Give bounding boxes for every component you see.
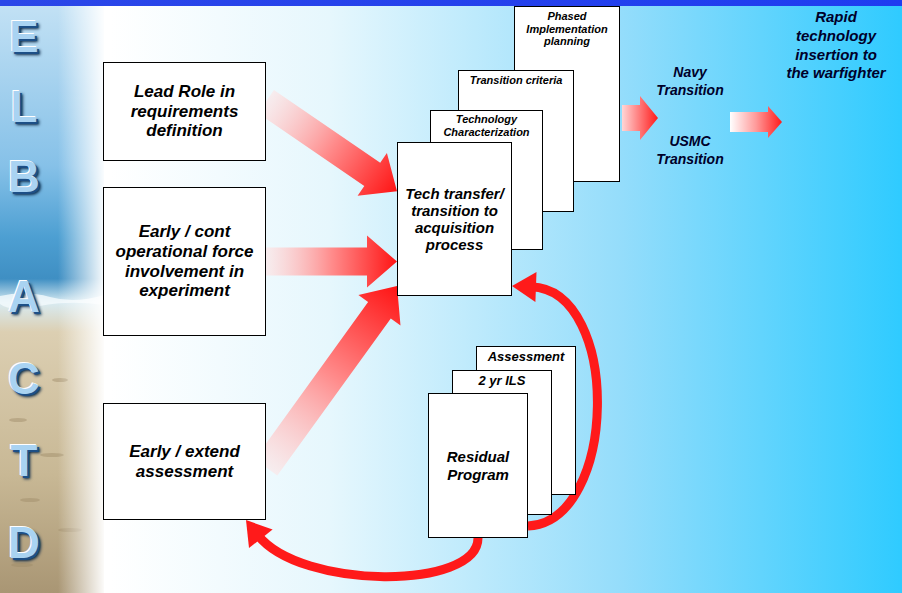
destination-label: USMC Transition	[650, 133, 730, 168]
destination-label: Navy Transition	[650, 64, 730, 99]
node-text: Lead Role in requirements definition	[112, 82, 257, 141]
block-arrow	[266, 236, 397, 288]
node-text: Transition criteria	[470, 74, 563, 87]
transition-arrow	[622, 96, 658, 140]
process-box: Early / cont operational force involveme…	[103, 187, 266, 336]
top-bar	[0, 0, 902, 6]
node-text: Assessment	[488, 350, 565, 365]
node-text: Phased Implementation planning	[518, 10, 616, 48]
node-text: Early / extend assessment	[112, 442, 257, 481]
node-text: Technology Characterization	[433, 113, 540, 138]
node-text: 2 yr ILS	[479, 374, 526, 389]
insertion-arrow	[730, 106, 782, 138]
block-arrow	[255, 286, 401, 476]
arrow-head	[512, 272, 537, 302]
process-box: Lead Role in requirements definition	[103, 62, 266, 161]
node-text: Early / cont operational force involveme…	[112, 222, 257, 300]
process-box: Tech transfer/ transition to acquisition…	[397, 142, 512, 296]
arrow-head	[246, 520, 273, 548]
node-text: Tech transfer/ transition to acquisition…	[402, 185, 507, 254]
node-text: Residual Program	[433, 448, 523, 483]
block-arrow	[258, 90, 397, 196]
curved-arrow-line	[258, 535, 478, 577]
process-box: Early / extend assessment	[103, 403, 266, 520]
destination-label: Rapid technology insertion to the warfig…	[786, 8, 886, 83]
process-box: Residual Program	[428, 393, 528, 538]
title-letters: ELB	[2, 2, 46, 212]
photo-fade	[58, 0, 106, 593]
title-letters: ACTD	[2, 256, 46, 584]
